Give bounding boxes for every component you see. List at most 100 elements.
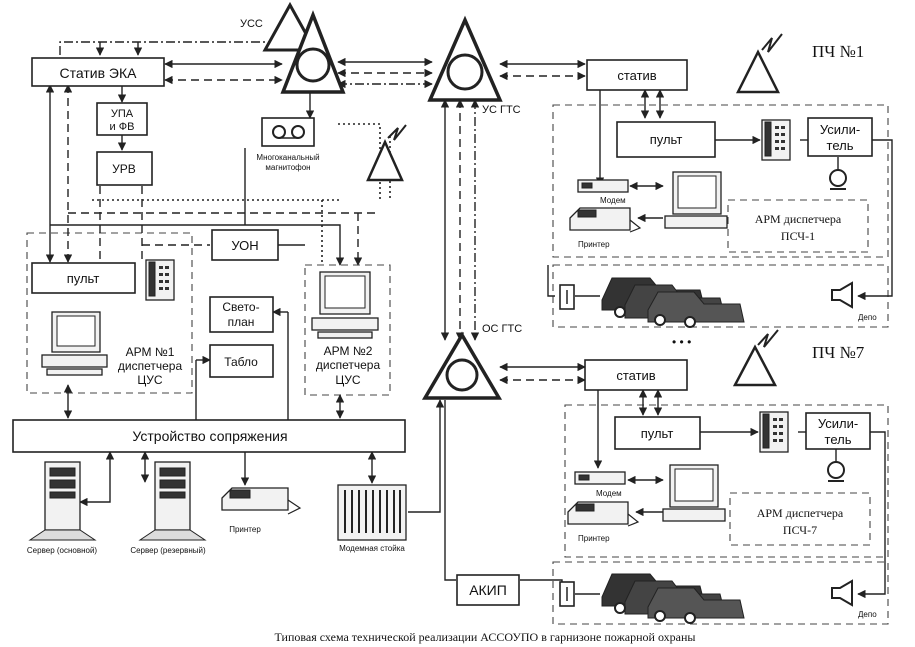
- arm-psch1-computer-icon: [664, 171, 728, 229]
- radio-antenna-pch7-icon: [732, 329, 779, 387]
- line-bus-arm2: [245, 224, 345, 266]
- pch7-zone: [564, 404, 889, 558]
- ellipsis-dots: • • •: [672, 335, 691, 349]
- us-gts-node: [427, 15, 503, 102]
- arm-psch1-label-2: ПСЧ-1: [781, 229, 815, 243]
- printer7-label: Принтер: [578, 534, 610, 543]
- amp1-label-2: тель: [827, 138, 854, 153]
- stativ-eka-box: [31, 57, 165, 87]
- interface-device-box: [12, 419, 406, 453]
- arm1-computer-icon: [41, 311, 108, 376]
- modem-rack-label: Модемная стойка: [339, 544, 405, 553]
- pch7-title: ПЧ №7: [812, 343, 865, 362]
- uon-box: [211, 229, 279, 261]
- line-recorder-dotted: [338, 123, 381, 200]
- stativ7-box: [584, 359, 688, 391]
- svetoplan-box: [209, 296, 274, 333]
- stativ1-box: [586, 59, 688, 91]
- uss-label: УСС: [240, 18, 263, 30]
- pch1-zone: [552, 104, 889, 258]
- pult7-label: пульт: [641, 426, 674, 441]
- depo1-switch-icon: [559, 284, 575, 310]
- tablo-box: [209, 344, 274, 378]
- printer-pch7-icon: [567, 501, 640, 527]
- depo1-horn-icon: [831, 281, 853, 309]
- depo7-label: Депо: [858, 610, 877, 619]
- line-interface-server-main: [79, 451, 115, 507]
- phone-pch1-icon: [761, 119, 791, 161]
- depo7-horn-icon: [831, 579, 853, 607]
- server-reserve-label: Сервер (резервный): [130, 546, 206, 555]
- arm-psch7-label-1: АРМ диспетчера: [757, 506, 844, 520]
- server-main-icon: [28, 461, 97, 541]
- arm-psch1-label-1: АРМ диспетчера: [755, 212, 842, 226]
- pult1-box: [616, 121, 716, 158]
- arm2-label-3: ЦУС: [335, 373, 361, 387]
- stativ7-label: статив: [616, 368, 655, 383]
- line-amp7-depo: [857, 431, 886, 599]
- fire-trucks-pch7-icon: [601, 573, 745, 624]
- svetoplan-label-2: план: [228, 315, 255, 329]
- amp7-label-2: тель: [825, 432, 852, 447]
- arm1-label-1: АРМ №1: [126, 345, 175, 359]
- svetoplan-label-1: Свето-: [222, 300, 259, 314]
- line-amp1-depo: [857, 139, 893, 301]
- arm1-label-3: ЦУС: [137, 373, 163, 387]
- arm2-computer-icon: [311, 271, 379, 339]
- modem1-label: Модем: [600, 196, 626, 205]
- printer-pch1-icon: [569, 207, 642, 233]
- stativ-eka-label: Статив ЭКА: [60, 65, 138, 81]
- pult-main-label: пульт: [67, 271, 100, 286]
- amp7-box: [805, 412, 871, 450]
- line-modem-osgts: [408, 399, 445, 513]
- line-depo1-link: [547, 265, 555, 297]
- uss-node: [262, 1, 346, 94]
- pult7-box: [614, 416, 701, 450]
- speaker-pch1-icon: [829, 169, 847, 190]
- speaker-pch7-icon: [827, 461, 845, 482]
- recorder-label-1: Многоканальный: [256, 153, 319, 162]
- recorder-label-2: магнитофон: [265, 163, 310, 172]
- modem7-label: Модем: [596, 489, 622, 498]
- arm2-zone: [304, 264, 391, 396]
- printer-main-icon: [221, 487, 302, 515]
- printer1-label: Принтер: [578, 240, 610, 249]
- amp1-box: [807, 117, 873, 157]
- arm1-zone: [26, 232, 193, 394]
- amp7-label-1: Усили-: [818, 416, 858, 431]
- modem-rack-icon: [337, 484, 407, 541]
- server-reserve-icon: [138, 461, 207, 541]
- pch1-title: ПЧ №1: [812, 42, 864, 61]
- radio-antenna-icon: [366, 124, 407, 182]
- arm2-label-2: диспетчера: [316, 358, 381, 372]
- radio-antenna-pch1-icon: [735, 33, 783, 94]
- fire-trucks-pch1-icon: [601, 277, 745, 328]
- os-gts-label: ОС ГТС: [482, 323, 522, 335]
- interface-device-label: Устройство сопряжения: [132, 428, 287, 444]
- upa-box: [96, 102, 148, 136]
- server-main-label: Сервер (основной): [27, 546, 98, 555]
- recorder-icon: [261, 117, 315, 147]
- akip-box: [456, 574, 520, 606]
- arm1-label-2: диспетчера: [118, 359, 183, 373]
- modem-pch7-icon: [574, 471, 626, 485]
- os-gts-node: [421, 331, 503, 400]
- line-akip-depo7: [520, 579, 563, 594]
- printer-main-label: Принтер: [229, 525, 261, 534]
- uon-label: УОН: [231, 238, 258, 253]
- pult1-label: пульт: [650, 132, 683, 147]
- upa-label-2: и ФВ: [110, 121, 135, 133]
- depo7-switch-icon: [559, 581, 575, 607]
- arm-psch7-label-2: ПСЧ-7: [783, 523, 817, 537]
- arm-psch7-computer-icon: [662, 464, 726, 522]
- urv-label: УРВ: [112, 162, 136, 176]
- modem-pch1-icon: [577, 179, 629, 193]
- line-eka-uss-top: [59, 41, 285, 55]
- phone-pch7-icon: [759, 411, 789, 453]
- depo1-label: Депо: [858, 313, 877, 322]
- figure-caption: Типовая схема технической реализации АСС…: [275, 630, 696, 644]
- amp1-label-1: Усили-: [820, 122, 860, 137]
- us-gts-label: УС ГТС: [482, 104, 521, 116]
